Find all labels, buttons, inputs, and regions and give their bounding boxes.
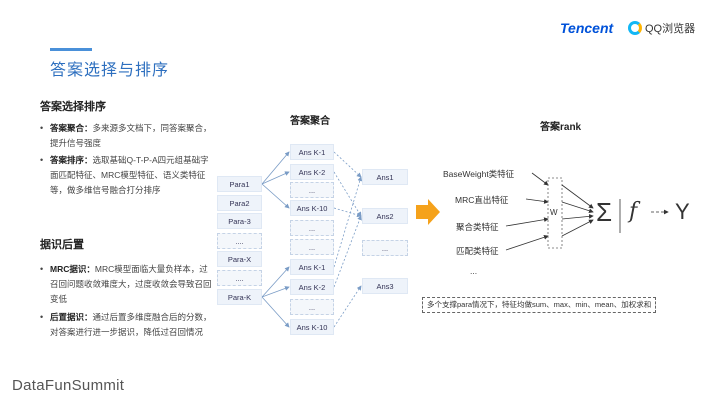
footer-brand: DataFunSummit: [12, 377, 125, 394]
bullet-head: MRC据识：: [50, 264, 95, 274]
para-box: Para-K: [217, 289, 262, 305]
para-box: Para-3: [217, 213, 262, 229]
para-box: Para1: [217, 176, 262, 192]
bullet-head: 答案排序：: [50, 155, 93, 165]
answer-box: Ans K-2: [290, 164, 334, 180]
bullet-dot: •: [40, 123, 44, 133]
feature-baseweight: BaseWeight类特征: [443, 169, 515, 179]
bullet-text: 多来源多文档下，同答案聚合，提升信号强度: [50, 123, 212, 148]
bullet-head: 答案聚合：: [50, 123, 93, 133]
bullet-dot: •: [40, 312, 44, 322]
qq-browser-label: QQ浏览器: [645, 23, 696, 35]
feature-mrc-direct: MRC直出特征: [455, 195, 509, 205]
section-post-rejection-title: 据识后置: [40, 239, 84, 251]
function-symbol: f: [629, 199, 638, 224]
bullet-mrc-rejection: • MRC据识：MRC模型面临大量负样本，过召回问题收敛难度大，过度收敛会导致召…: [40, 262, 215, 307]
answer-ellipsis: ...: [290, 299, 334, 315]
para-box: Para2: [217, 195, 262, 211]
para-ellipsis: ....: [217, 270, 262, 286]
answer-ellipsis: ...: [290, 239, 334, 255]
slide-title: 答案选择与排序: [50, 62, 170, 79]
answer-ellipsis: ...: [290, 220, 334, 236]
bullet-answer-aggregation: • 答案聚合：多来源多文档下，同答案聚合，提升信号强度: [40, 121, 215, 151]
answer-box: Ans K-2: [290, 279, 334, 295]
answer-box: Ans K-1: [290, 259, 334, 275]
bullet-text: 选取基础Q-T-P-A四元组基础字面匹配特征、MRC模型特征、语义类特征等，做多…: [50, 155, 209, 195]
bullet-dot: •: [40, 155, 44, 165]
bullet-post-rejection: • 后置据识：通过后置多维度融合后的分数，对答案进行进一步据识，降低过召回情况: [40, 310, 215, 340]
answer-box: Ans K-1: [290, 144, 334, 160]
aggregated-answer-box: Ans2: [362, 208, 408, 224]
feature-summary-note: 多个支撑para情况下，特征均做sum、max、min、mean、加权求和: [422, 297, 657, 313]
output-symbol: Y: [675, 199, 690, 224]
feature-ellipsis: ...: [470, 266, 478, 276]
feature-aggregation: 聚合类特征: [456, 222, 499, 232]
answer-box: Ans K-10: [290, 319, 334, 335]
orange-flow-arrow: [416, 199, 440, 225]
answer-box: Ans K-10: [290, 200, 334, 216]
bullet-answer-ranking: • 答案排序：选取基础Q-T-P-A四元组基础字面匹配特征、MRC模型特征、语义…: [40, 153, 215, 198]
aggregated-answer-box: Ans1: [362, 169, 408, 185]
aggregation-title: 答案聚合: [290, 116, 330, 127]
bullet-text: MRC模型面临大量负样本，过召回问题收敛难度大，过度收敛会导致召回变低: [50, 264, 212, 304]
aggregated-answer-ellipsis: ...: [362, 240, 408, 256]
section-answer-ranking-title: 答案选择排序: [40, 101, 106, 113]
bullet-text: 通过后置多维度融合后的分数，对答案进行进一步据识，降低过召回情况: [50, 312, 212, 337]
qq-browser-logo: QQ浏览器: [628, 20, 695, 36]
aggregated-answer-box: Ans3: [362, 278, 408, 294]
para-ellipsis: ....: [217, 233, 262, 249]
feature-matching: 匹配类特征: [456, 246, 499, 256]
sum-symbol: Σ: [596, 197, 613, 227]
bullet-head: 后置据识：: [50, 312, 93, 322]
answer-ellipsis: ...: [290, 182, 334, 198]
rank-title: 答案rank: [540, 122, 582, 133]
title-accent-bar: [50, 48, 92, 51]
para-box: Para-X: [217, 251, 262, 267]
qq-browser-icon: [628, 21, 642, 35]
weight-label: W: [550, 208, 558, 217]
tencent-logo: Tencent: [560, 20, 614, 36]
bullet-dot: •: [40, 264, 44, 274]
